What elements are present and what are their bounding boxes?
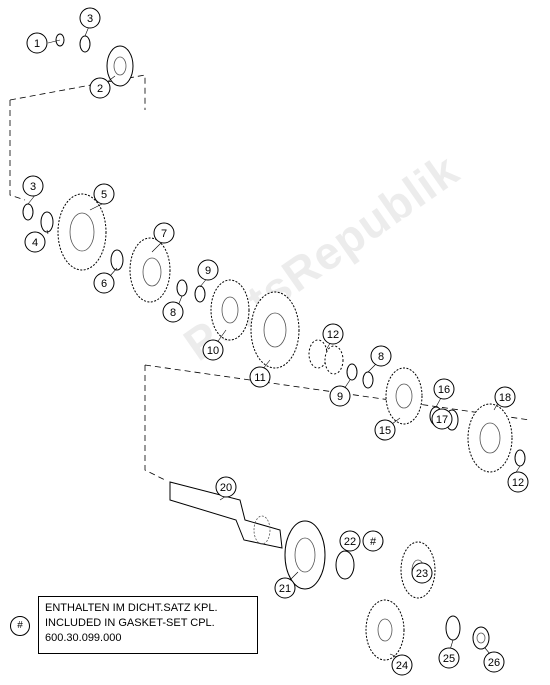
svg-text:18: 18 [499, 392, 511, 404]
callout-11: 11 [249, 366, 271, 388]
callout-24: 24 [391, 654, 413, 676]
svg-text:10: 10 [207, 345, 219, 357]
upper-assembly-frame [9, 74, 146, 201]
note-line-de: ENTHALTEN IM DICHT.SATZ KPL. [45, 602, 218, 614]
svg-text:3: 3 [87, 13, 93, 25]
part-4-washer [40, 211, 54, 233]
svg-text:3: 3 [30, 181, 36, 193]
svg-text:12: 12 [512, 477, 524, 489]
callout-21: 21 [274, 577, 296, 599]
svg-text:7: 7 [161, 228, 167, 240]
part-6-washer [110, 249, 124, 271]
part-26-nut [472, 626, 490, 650]
part-3-shim [79, 35, 91, 53]
part-5-gear [57, 193, 107, 271]
callout-16: 16 [433, 378, 455, 400]
part-15-gear [385, 367, 423, 425]
svg-text:20: 20 [220, 482, 232, 494]
callout-6: 6 [93, 272, 115, 294]
callout-15: 15 [374, 419, 396, 441]
svg-text:6: 6 [101, 278, 107, 290]
callout-10: 10 [202, 339, 224, 361]
callout-8: 8 [162, 301, 184, 323]
callout-23: 23 [411, 562, 433, 584]
part-12-bearing-b [324, 345, 344, 375]
gasket-set-note: ENTHALTEN IM DICHT.SATZ KPL. INCLUDED IN… [38, 596, 258, 654]
svg-text:8: 8 [378, 351, 384, 363]
callout-3: 3 [22, 175, 44, 197]
callout-8-b: 8 [370, 345, 392, 367]
part-2-sprocket [106, 45, 134, 87]
part-9-washer-b [346, 363, 358, 381]
svg-text:16: 16 [438, 384, 450, 396]
part-12-washer-c [514, 449, 526, 467]
note-line-en: INCLUDED IN GASKET-SET CPL. [45, 617, 215, 629]
callout-1: 1 [26, 32, 48, 54]
callout-26: 26 [483, 651, 505, 673]
callout-12-b: 12 [507, 471, 529, 493]
part-11-gear [250, 291, 300, 369]
callout-hash: # [362, 530, 384, 552]
svg-text:2: 2 [97, 83, 103, 95]
svg-text:8: 8 [170, 307, 176, 319]
part-8-washer [176, 279, 188, 297]
svg-text:24: 24 [396, 660, 408, 672]
part-12-bearing [308, 339, 328, 369]
part-22-seal [335, 550, 355, 580]
svg-text:25: 25 [443, 653, 455, 665]
part-21-bearing [284, 520, 326, 590]
part-3-shim-lower [22, 203, 34, 221]
part-18-gear [467, 403, 513, 473]
svg-text:9: 9 [205, 265, 211, 277]
callout-25: 25 [438, 647, 460, 669]
callout-9-b: 9 [329, 385, 351, 407]
svg-text:23: 23 [416, 568, 428, 580]
svg-text:12: 12 [327, 329, 339, 341]
part-20-shaft [169, 481, 283, 549]
callout-2: 2 [89, 77, 111, 99]
part-10-gear [210, 279, 250, 341]
callout-7: 7 [153, 222, 175, 244]
svg-text:#: # [370, 536, 377, 548]
svg-text:11: 11 [254, 372, 265, 384]
part-25-washer [445, 615, 461, 641]
note-line-part-number: 600.30.099.000 [45, 632, 122, 644]
part-7-gear [129, 237, 171, 303]
part-24-sprocket [365, 599, 405, 661]
callout-9: 9 [197, 259, 219, 281]
callout-12: 12 [322, 323, 344, 345]
svg-text:1: 1 [34, 38, 40, 50]
svg-text:15: 15 [379, 425, 391, 437]
callout-4: 4 [24, 231, 46, 253]
callout-22: 22 [339, 530, 361, 552]
callout-18: 18 [494, 386, 516, 408]
note-symbol: # [10, 616, 30, 636]
svg-text:5: 5 [101, 189, 107, 201]
callout-20: 20 [215, 476, 237, 498]
callout-5: 5 [93, 183, 115, 205]
svg-text:17: 17 [436, 414, 448, 426]
svg-text:21: 21 [279, 583, 291, 595]
svg-text:22: 22 [344, 536, 356, 548]
callout-17: 17 [431, 408, 453, 430]
part-9-washer [194, 285, 206, 303]
svg-text:4: 4 [32, 237, 38, 249]
svg-text:9: 9 [337, 391, 343, 403]
part-8-washer-b [362, 371, 374, 389]
svg-text:26: 26 [488, 657, 500, 669]
callout-3-top: 3 [79, 7, 101, 29]
